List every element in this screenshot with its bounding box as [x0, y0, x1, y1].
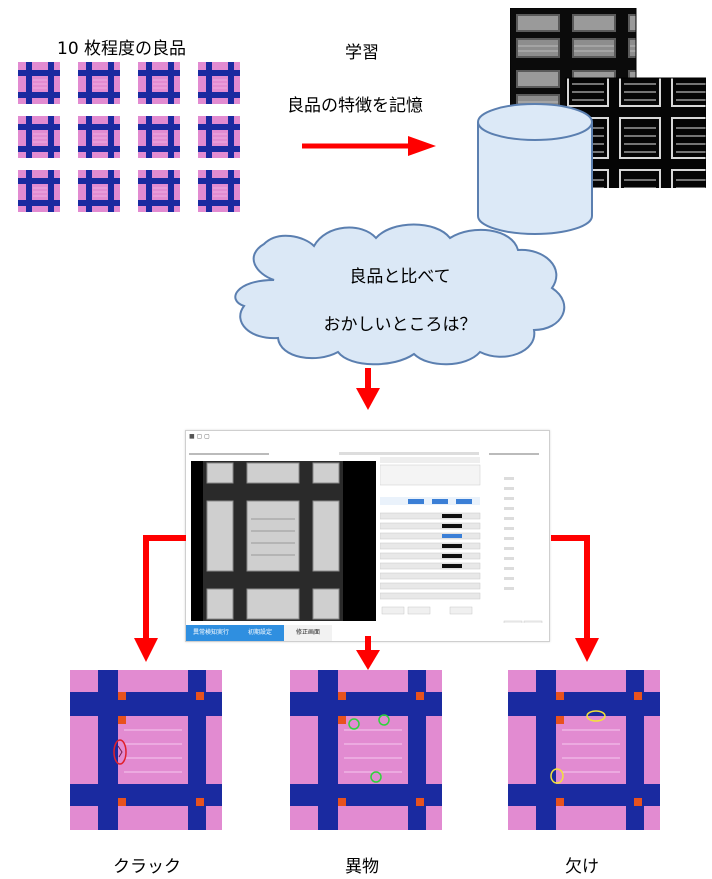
- good-sample-tile: [138, 116, 180, 158]
- good-sample-tile: [78, 170, 120, 212]
- good-sample-tile: [18, 170, 60, 212]
- chip-label: 欠け: [565, 857, 599, 877]
- arrow-to-foreign: [356, 636, 380, 670]
- inspection-image: [191, 461, 376, 621]
- good-sample-tile: [78, 62, 120, 104]
- crack-defect-image: [70, 670, 222, 830]
- foreign-matter-label: 異物: [345, 857, 379, 877]
- good-sample-tile: [138, 62, 180, 104]
- learning-label: 学習: [345, 43, 379, 63]
- software-toolbar: [189, 451, 544, 457]
- good-sample-tile: [198, 62, 240, 104]
- learning-arrow: [302, 136, 436, 156]
- software-title-bar: ■ ▢ ▢: [189, 433, 210, 440]
- tab-anomaly-detection[interactable]: 異常検知実行: [186, 625, 236, 641]
- tab-initial-settings[interactable]: 初期設定: [236, 625, 284, 641]
- good-sample-tile: [138, 170, 180, 212]
- question-cloud: [234, 223, 566, 366]
- good-sample-tile: [198, 116, 240, 158]
- foreign-matter-defect-image: [290, 670, 442, 830]
- arrow-to-chip: [551, 535, 599, 662]
- good-sample-tile: [18, 116, 60, 158]
- good-sample-tile: [78, 116, 120, 158]
- good-sample-tile: [18, 62, 60, 104]
- inspection-arrow: [356, 368, 380, 410]
- cloud-text-line2: おかしいところは？: [323, 315, 477, 335]
- cloud-text-line1: 良品と比べて: [349, 267, 451, 287]
- settings-panel: [379, 457, 545, 628]
- software-window: ■ ▢ ▢: [185, 430, 550, 642]
- memorize-features-label: 良品の特徴を記憶: [287, 96, 423, 116]
- good-sample-tile: [198, 170, 240, 212]
- software-tab-bar: 異常検知実行 初期設定 修正画面: [186, 625, 549, 641]
- tab-correction-screen[interactable]: 修正画面: [284, 625, 332, 641]
- chip-defect-image: [508, 670, 660, 830]
- good-sample-grid: [18, 62, 240, 214]
- good-samples-label: 10 枚程度の良品: [57, 39, 187, 59]
- feature-database-icon: [477, 103, 593, 235]
- crack-label: クラック: [113, 857, 181, 877]
- arrow-to-crack: [134, 535, 186, 662]
